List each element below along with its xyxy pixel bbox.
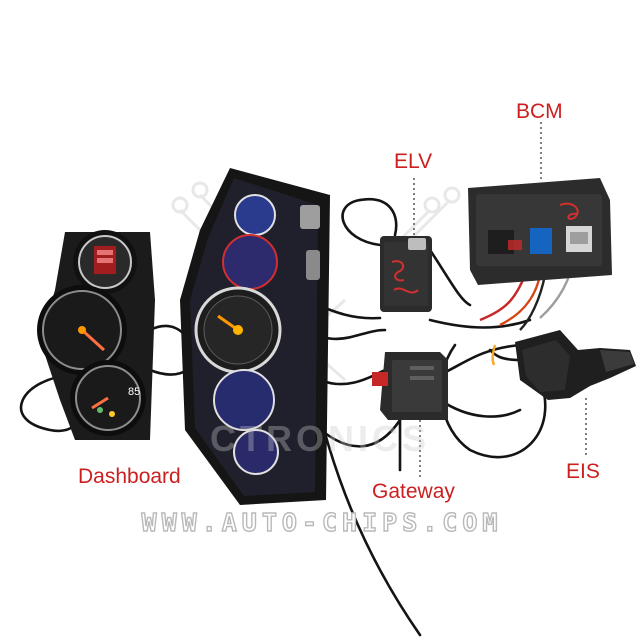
- bcm-module: [468, 178, 612, 285]
- label-bcm: BCM: [516, 100, 563, 123]
- logo-watermark-text: CTRONICS: [210, 418, 430, 459]
- label-dashboard: Dashboard: [78, 465, 181, 488]
- instrument-cluster-center: [180, 168, 330, 505]
- svg-text:85: 85: [128, 386, 140, 398]
- label-elv: ELV: [394, 150, 433, 173]
- website-watermark: WWW.AUTO-CHIPS.COM: [141, 507, 503, 537]
- instrument-cluster-left: 85: [37, 230, 155, 440]
- label-gateway: Gateway: [372, 480, 455, 503]
- gateway-module: [372, 352, 448, 420]
- elv-module: [380, 236, 432, 312]
- label-eis: EIS: [566, 460, 600, 483]
- eis-module: [515, 330, 636, 400]
